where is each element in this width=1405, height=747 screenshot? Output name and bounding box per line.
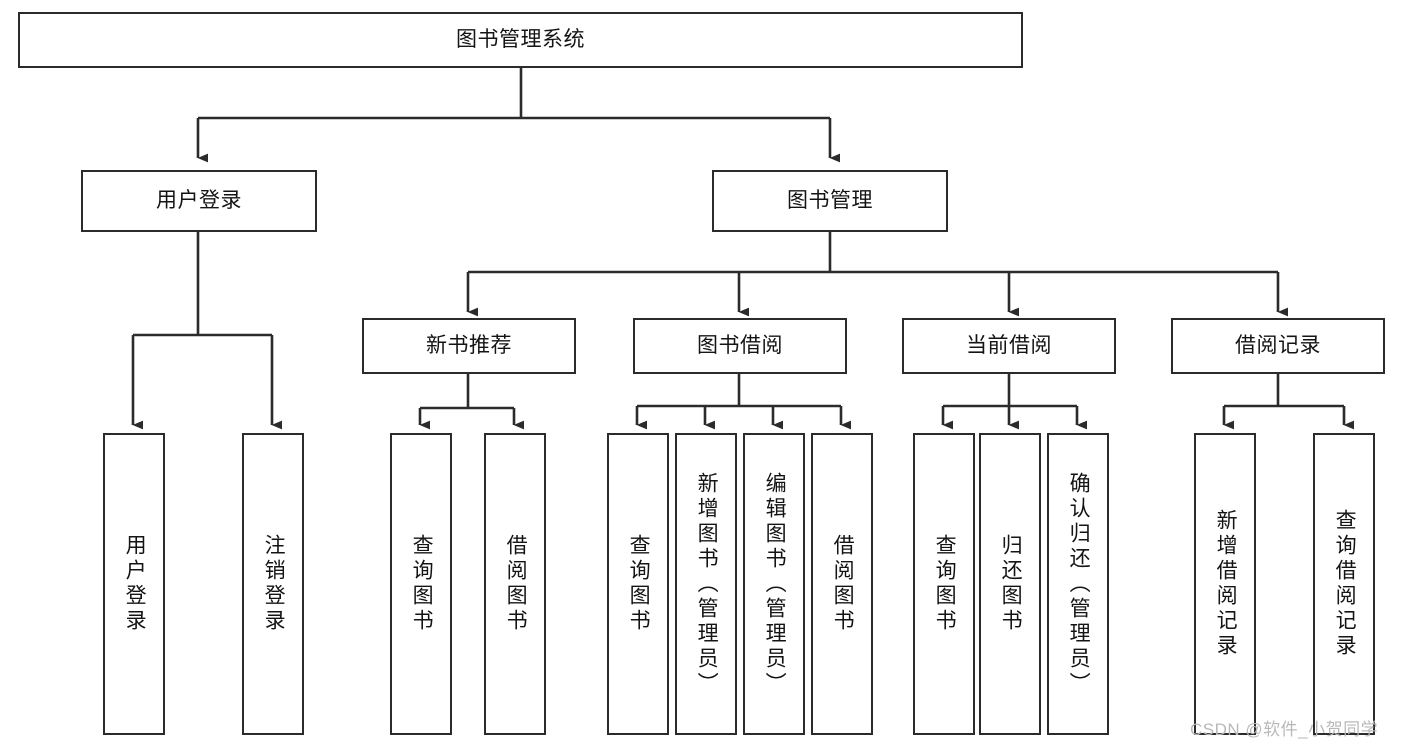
node-leaf-add-record[interactable]: 新增借阅记录	[1194, 433, 1256, 735]
node-leaf-add-record-label: 新增借阅记录	[1214, 509, 1238, 659]
node-leaf-user-login[interactable]: 用户登录	[103, 433, 165, 735]
node-leaf-add-book-label: 新增图书（管理员）	[695, 471, 719, 697]
node-root[interactable]: 图书管理系统	[18, 12, 1023, 68]
node-leaf-query-record-label: 查询借阅记录	[1333, 509, 1357, 659]
node-leaf-query-book-3-label: 查询图书	[933, 534, 957, 634]
node-leaf-return-book-label: 归还图书	[999, 534, 1023, 634]
node-leaf-query-record[interactable]: 查询借阅记录	[1313, 433, 1375, 735]
node-leaf-edit-book-label: 编辑图书（管理员）	[763, 471, 787, 697]
node-new-book-recommend[interactable]: 新书推荐	[362, 318, 576, 374]
node-leaf-edit-book[interactable]: 编辑图书（管理员）	[743, 433, 805, 735]
node-new-book-recommend-label: 新书推荐	[426, 333, 512, 357]
node-leaf-query-book-2-label: 查询图书	[627, 534, 651, 634]
node-book-borrow[interactable]: 图书借阅	[633, 318, 847, 374]
watermark-text: CSDN @软件_小贺同学	[1190, 720, 1379, 739]
node-leaf-user-logout-label: 注销登录	[262, 534, 286, 634]
node-user-login[interactable]: 用户登录	[81, 170, 317, 232]
node-leaf-confirm-return[interactable]: 确认归还（管理员）	[1047, 433, 1109, 735]
node-user-login-label: 用户登录	[156, 188, 242, 212]
node-borrow-record[interactable]: 借阅记录	[1171, 318, 1385, 374]
node-leaf-query-book-1-label: 查询图书	[410, 534, 434, 634]
node-leaf-borrow-book-2[interactable]: 借阅图书	[811, 433, 873, 735]
node-leaf-user-login-label: 用户登录	[123, 534, 147, 634]
node-current-borrow-label: 当前借阅	[966, 333, 1052, 357]
node-leaf-add-book[interactable]: 新增图书（管理员）	[675, 433, 737, 735]
node-book-management-label: 图书管理	[787, 188, 873, 212]
node-borrow-record-label: 借阅记录	[1235, 333, 1321, 357]
node-leaf-query-book-3[interactable]: 查询图书	[913, 433, 975, 735]
node-book-management[interactable]: 图书管理	[712, 170, 948, 232]
node-leaf-return-book[interactable]: 归还图书	[979, 433, 1041, 735]
node-current-borrow[interactable]: 当前借阅	[902, 318, 1116, 374]
node-root-label: 图书管理系统	[456, 27, 585, 51]
node-leaf-confirm-return-label: 确认归还（管理员）	[1067, 471, 1091, 697]
node-leaf-user-logout[interactable]: 注销登录	[242, 433, 304, 735]
node-leaf-borrow-book-1[interactable]: 借阅图书	[484, 433, 546, 735]
node-leaf-borrow-book-2-label: 借阅图书	[831, 534, 855, 634]
node-book-borrow-label: 图书借阅	[697, 333, 783, 357]
node-leaf-query-book-2[interactable]: 查询图书	[607, 433, 669, 735]
node-leaf-query-book-1[interactable]: 查询图书	[390, 433, 452, 735]
node-leaf-borrow-book-1-label: 借阅图书	[504, 534, 528, 634]
